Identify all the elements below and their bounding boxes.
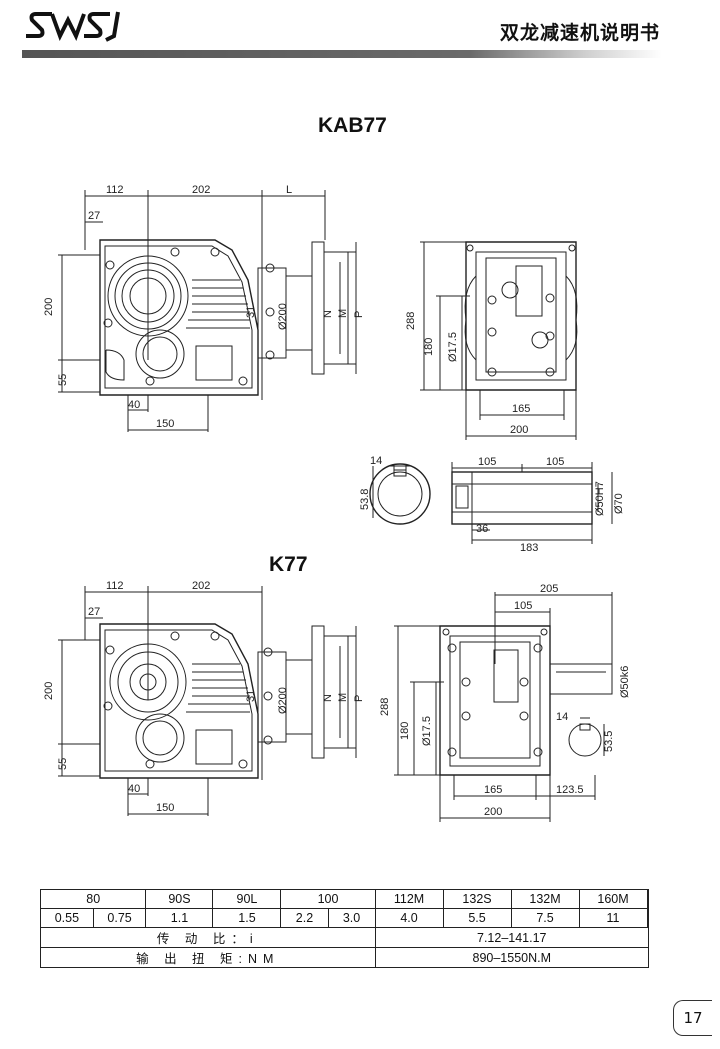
k77-dim-N: N — [322, 694, 334, 702]
power-cell: 7.5 — [510, 908, 580, 928]
power-cell: 4.0 — [374, 908, 444, 928]
k77-side-dim-288: 288 — [379, 698, 391, 716]
header-rule — [22, 50, 662, 58]
k77-side-dim-53.5: 53.5 — [603, 731, 615, 752]
k77-side-dim-105: 105 — [514, 600, 532, 612]
k77-side-dim-shaft: Ø50k6 — [619, 666, 631, 698]
power-cell — [646, 908, 650, 928]
k77-dim-40: 40 — [128, 783, 140, 795]
power-cell: 1.1 — [145, 908, 214, 928]
kab77-dim-flange: Ø200 — [277, 303, 289, 330]
kab77-dim-150: 150 — [156, 418, 174, 430]
torque-row: 输 出 扭 矩:NM 890–1550N.M — [40, 947, 650, 968]
shaft-dim-183: 183 — [520, 542, 538, 554]
frame-cell: 90S — [145, 889, 214, 909]
kab77-side-dim-288: 288 — [405, 312, 417, 330]
k77-dim-202: 202 — [192, 580, 210, 592]
k77-side-dim-key: 14 — [556, 711, 568, 723]
k77-side-dim-165: 165 — [484, 784, 502, 796]
k77-dim-27: 27 — [88, 606, 100, 618]
kab77-side-dim-200: 200 — [510, 424, 528, 436]
frame-row: 80 90S 90L 100 112M 132S 132M 160M — [39, 889, 650, 909]
k77-side-dim-205: 205 — [540, 583, 558, 595]
k77-dim-flange: Ø200 — [277, 687, 289, 714]
k77-side-dim-180: 180 — [399, 722, 411, 740]
kab77-dim-M: M — [337, 309, 349, 318]
kab77-side-dim-165: 165 — [512, 403, 530, 415]
k77-dim-55: 55 — [57, 758, 69, 770]
power-cell: 2.2 — [280, 908, 329, 928]
k77-dim-150: 150 — [156, 802, 174, 814]
kab77-dim-31: 31 — [245, 306, 257, 318]
frame-cell: 132M — [510, 889, 580, 909]
power-cell: 3.0 — [327, 908, 376, 928]
document-title: 双龙减速机说明书 — [499, 22, 660, 44]
shaft-dim-bore: Ø50H7 — [594, 481, 606, 516]
power-cell: 0.75 — [92, 908, 147, 928]
power-cell: 5.5 — [442, 908, 512, 928]
frame-cell: 160M — [578, 889, 648, 909]
ratio-value: 7.12–141.17 — [374, 927, 650, 948]
power-cell: 1.5 — [212, 908, 282, 928]
k77-side-dim-hole: Ø17.5 — [421, 716, 433, 746]
k77-dim-200: 200 — [43, 682, 55, 700]
kab77-dim-N: N — [322, 310, 334, 318]
frame-cell: 112M — [374, 889, 444, 909]
shaft-dim-14: 14 — [370, 455, 382, 467]
kab77-side-dim-hole: Ø17.5 — [447, 332, 459, 362]
k77-dim-112: 112 — [106, 580, 124, 592]
k77-dim-31: 31 — [245, 690, 257, 702]
page-number: 17 — [673, 1000, 712, 1036]
kab77-title: KAB77 — [318, 114, 387, 137]
k77-dim-P: P — [353, 695, 365, 702]
frame-cell — [646, 889, 650, 909]
shaft-dim-105-a: 105 — [478, 456, 496, 468]
shaft-dim-53.8: 53.8 — [359, 489, 371, 510]
kab77-dim-L: L — [286, 184, 292, 196]
kab77-dim-40: 40 — [128, 399, 140, 411]
torque-value: 890–1550N.M — [374, 947, 650, 968]
brand-logo — [26, 11, 120, 42]
kab77-dim-P: P — [353, 311, 365, 318]
power-cell: 11 — [578, 908, 648, 928]
k77-side-dim-200: 200 — [484, 806, 502, 818]
torque-label: 输 出 扭 矩:NM — [40, 947, 376, 968]
k77-side-dim-123.5: 123.5 — [556, 784, 584, 796]
frame-cell: 80 — [39, 889, 147, 909]
shaft-dim-36: 36 — [476, 523, 488, 535]
frame-cell: 100 — [280, 889, 376, 909]
ratio-row: 传 动 比：i 7.12–141.17 — [40, 927, 650, 948]
kab77-dim-55: 55 — [57, 374, 69, 386]
power-cell: 0.55 — [40, 908, 94, 928]
kab77-dim-200: 200 — [43, 298, 55, 316]
k77-dim-M: M — [337, 693, 349, 702]
power-row: 0.55 0.75 1.1 1.5 2.2 3.0 4.0 5.5 7.5 11 — [40, 908, 650, 928]
kab77-side-dim-180: 180 — [423, 338, 435, 356]
k77-title: K77 — [269, 553, 308, 576]
shaft-dim-70: Ø70 — [613, 493, 625, 514]
spec-table: 80 90S 90L 100 112M 132S 132M 160M 0.55 … — [39, 889, 650, 968]
shaft-dim-105-b: 105 — [546, 456, 564, 468]
kab77-dim-112: 112 — [106, 184, 124, 196]
ratio-label: 传 动 比：i — [40, 927, 376, 948]
kab77-dim-27: 27 — [88, 210, 100, 222]
frame-cell: 132S — [442, 889, 512, 909]
kab77-dim-202: 202 — [192, 184, 210, 196]
frame-cell: 90L — [212, 889, 282, 909]
